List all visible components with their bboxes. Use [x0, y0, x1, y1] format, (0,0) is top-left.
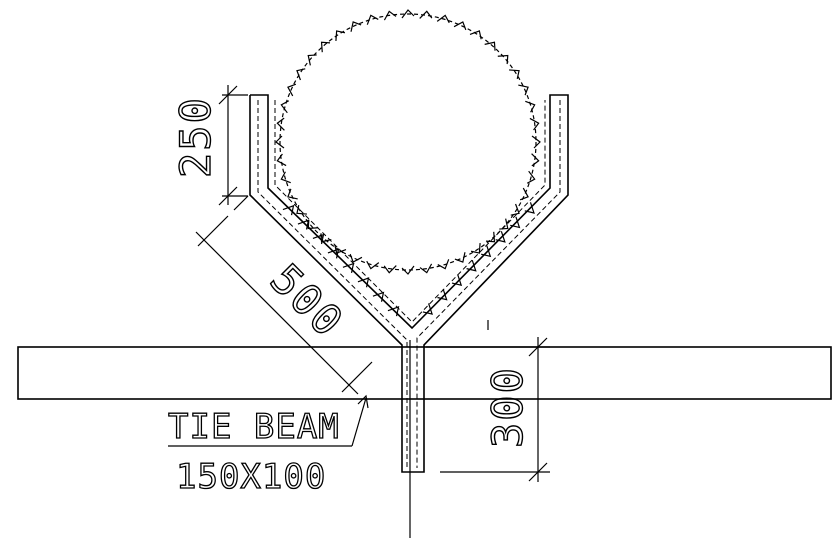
reinforcement-tick: [297, 219, 310, 230]
reinforcement-tick: [422, 303, 433, 315]
tie-beam-size: 150X100: [176, 457, 326, 497]
dimension-250: [218, 85, 248, 206]
reinforcement-tick: [320, 41, 331, 53]
reinforcement-tick: [469, 30, 482, 40]
dimension-500: [195, 195, 373, 395]
reinforcement-tick: [510, 203, 520, 216]
reinforcement-tick: [480, 245, 492, 258]
reinforcement-tick: [401, 9, 415, 19]
reinforcement-tick: [531, 153, 540, 167]
reinforcement-tick: [466, 259, 477, 272]
reinforcement-tick: [437, 259, 450, 270]
reinforcement-tick: [531, 135, 541, 149]
dimension-250-text: 250: [171, 96, 220, 178]
reinforcement-tick: [327, 248, 340, 259]
reinforcement-tick: [280, 100, 290, 114]
reinforcement-tick: [296, 204, 307, 215]
dimension-300-text: 300: [483, 366, 532, 448]
reinforcement-tick: [383, 265, 397, 274]
reinforcement-tick: [366, 14, 379, 25]
reinforcement-tick: [276, 117, 285, 131]
reinforcement-tick: [287, 83, 297, 97]
dimension-300: [426, 337, 550, 482]
reinforcement-tick: [451, 274, 463, 287]
reinforcement-tick: [335, 30, 346, 41]
reinforcement-tick: [307, 219, 319, 230]
frame-reinforcement-marks: [282, 202, 535, 317]
reinforcement-tick: [436, 14, 450, 24]
reinforcement-tick: [357, 277, 370, 288]
reinforcement-tick: [276, 153, 287, 167]
reinforcement-tick: [470, 243, 481, 254]
reinforcement-tick: [349, 253, 363, 263]
reinforcement-tick: [296, 68, 306, 81]
reinforcement-tick: [401, 265, 415, 275]
reinforcement-tick: [524, 202, 535, 214]
reinforcement-tick: [526, 170, 536, 184]
reinforcement-tick: [366, 260, 380, 270]
reinforcement-tick: [525, 100, 536, 113]
reinforcement-tick: [307, 54, 317, 66]
reinforcement-tick: [280, 171, 291, 184]
reinforcement-tick: [334, 244, 347, 254]
reinforcement-tick: [383, 10, 397, 21]
reinforcement-tick: [282, 204, 295, 216]
pipe-section: [279, 13, 537, 271]
tie-beam-leader: [168, 394, 369, 447]
reinforcement-tick: [510, 216, 521, 229]
pipe-reinforcement-marks: [275, 9, 541, 275]
reinforcement-tick: [519, 187, 529, 201]
reinforcement-tick: [509, 69, 520, 80]
dimension-500-text: 500: [261, 254, 354, 347]
reinforcement-tick: [518, 84, 529, 96]
reinforcement-tick: [499, 218, 509, 230]
reinforcement-tick: [485, 231, 496, 243]
reinforcement-tick: [419, 10, 433, 19]
reinforcement-tick: [275, 135, 285, 149]
reinforcement-tick: [372, 291, 385, 302]
reinforcement-tick: [287, 188, 298, 200]
reinforcement-tick: [495, 231, 506, 243]
reinforcement-tick: [350, 21, 362, 32]
reinforcement-tick: [484, 41, 496, 51]
reinforcement-tick: [312, 233, 325, 245]
reinforcement-tick: [437, 288, 448, 301]
tie-beam-label: TIE BEAM: [168, 407, 340, 447]
reinforcement-tick: [453, 21, 467, 31]
reinforcement-tick: [529, 117, 540, 131]
reinforcement-tick: [497, 54, 509, 65]
reinforcement-tick: [419, 263, 433, 274]
reinforcement-tick: [342, 262, 355, 273]
reinforcement-tick: [454, 252, 466, 263]
reinforcement-tick: [387, 306, 400, 317]
